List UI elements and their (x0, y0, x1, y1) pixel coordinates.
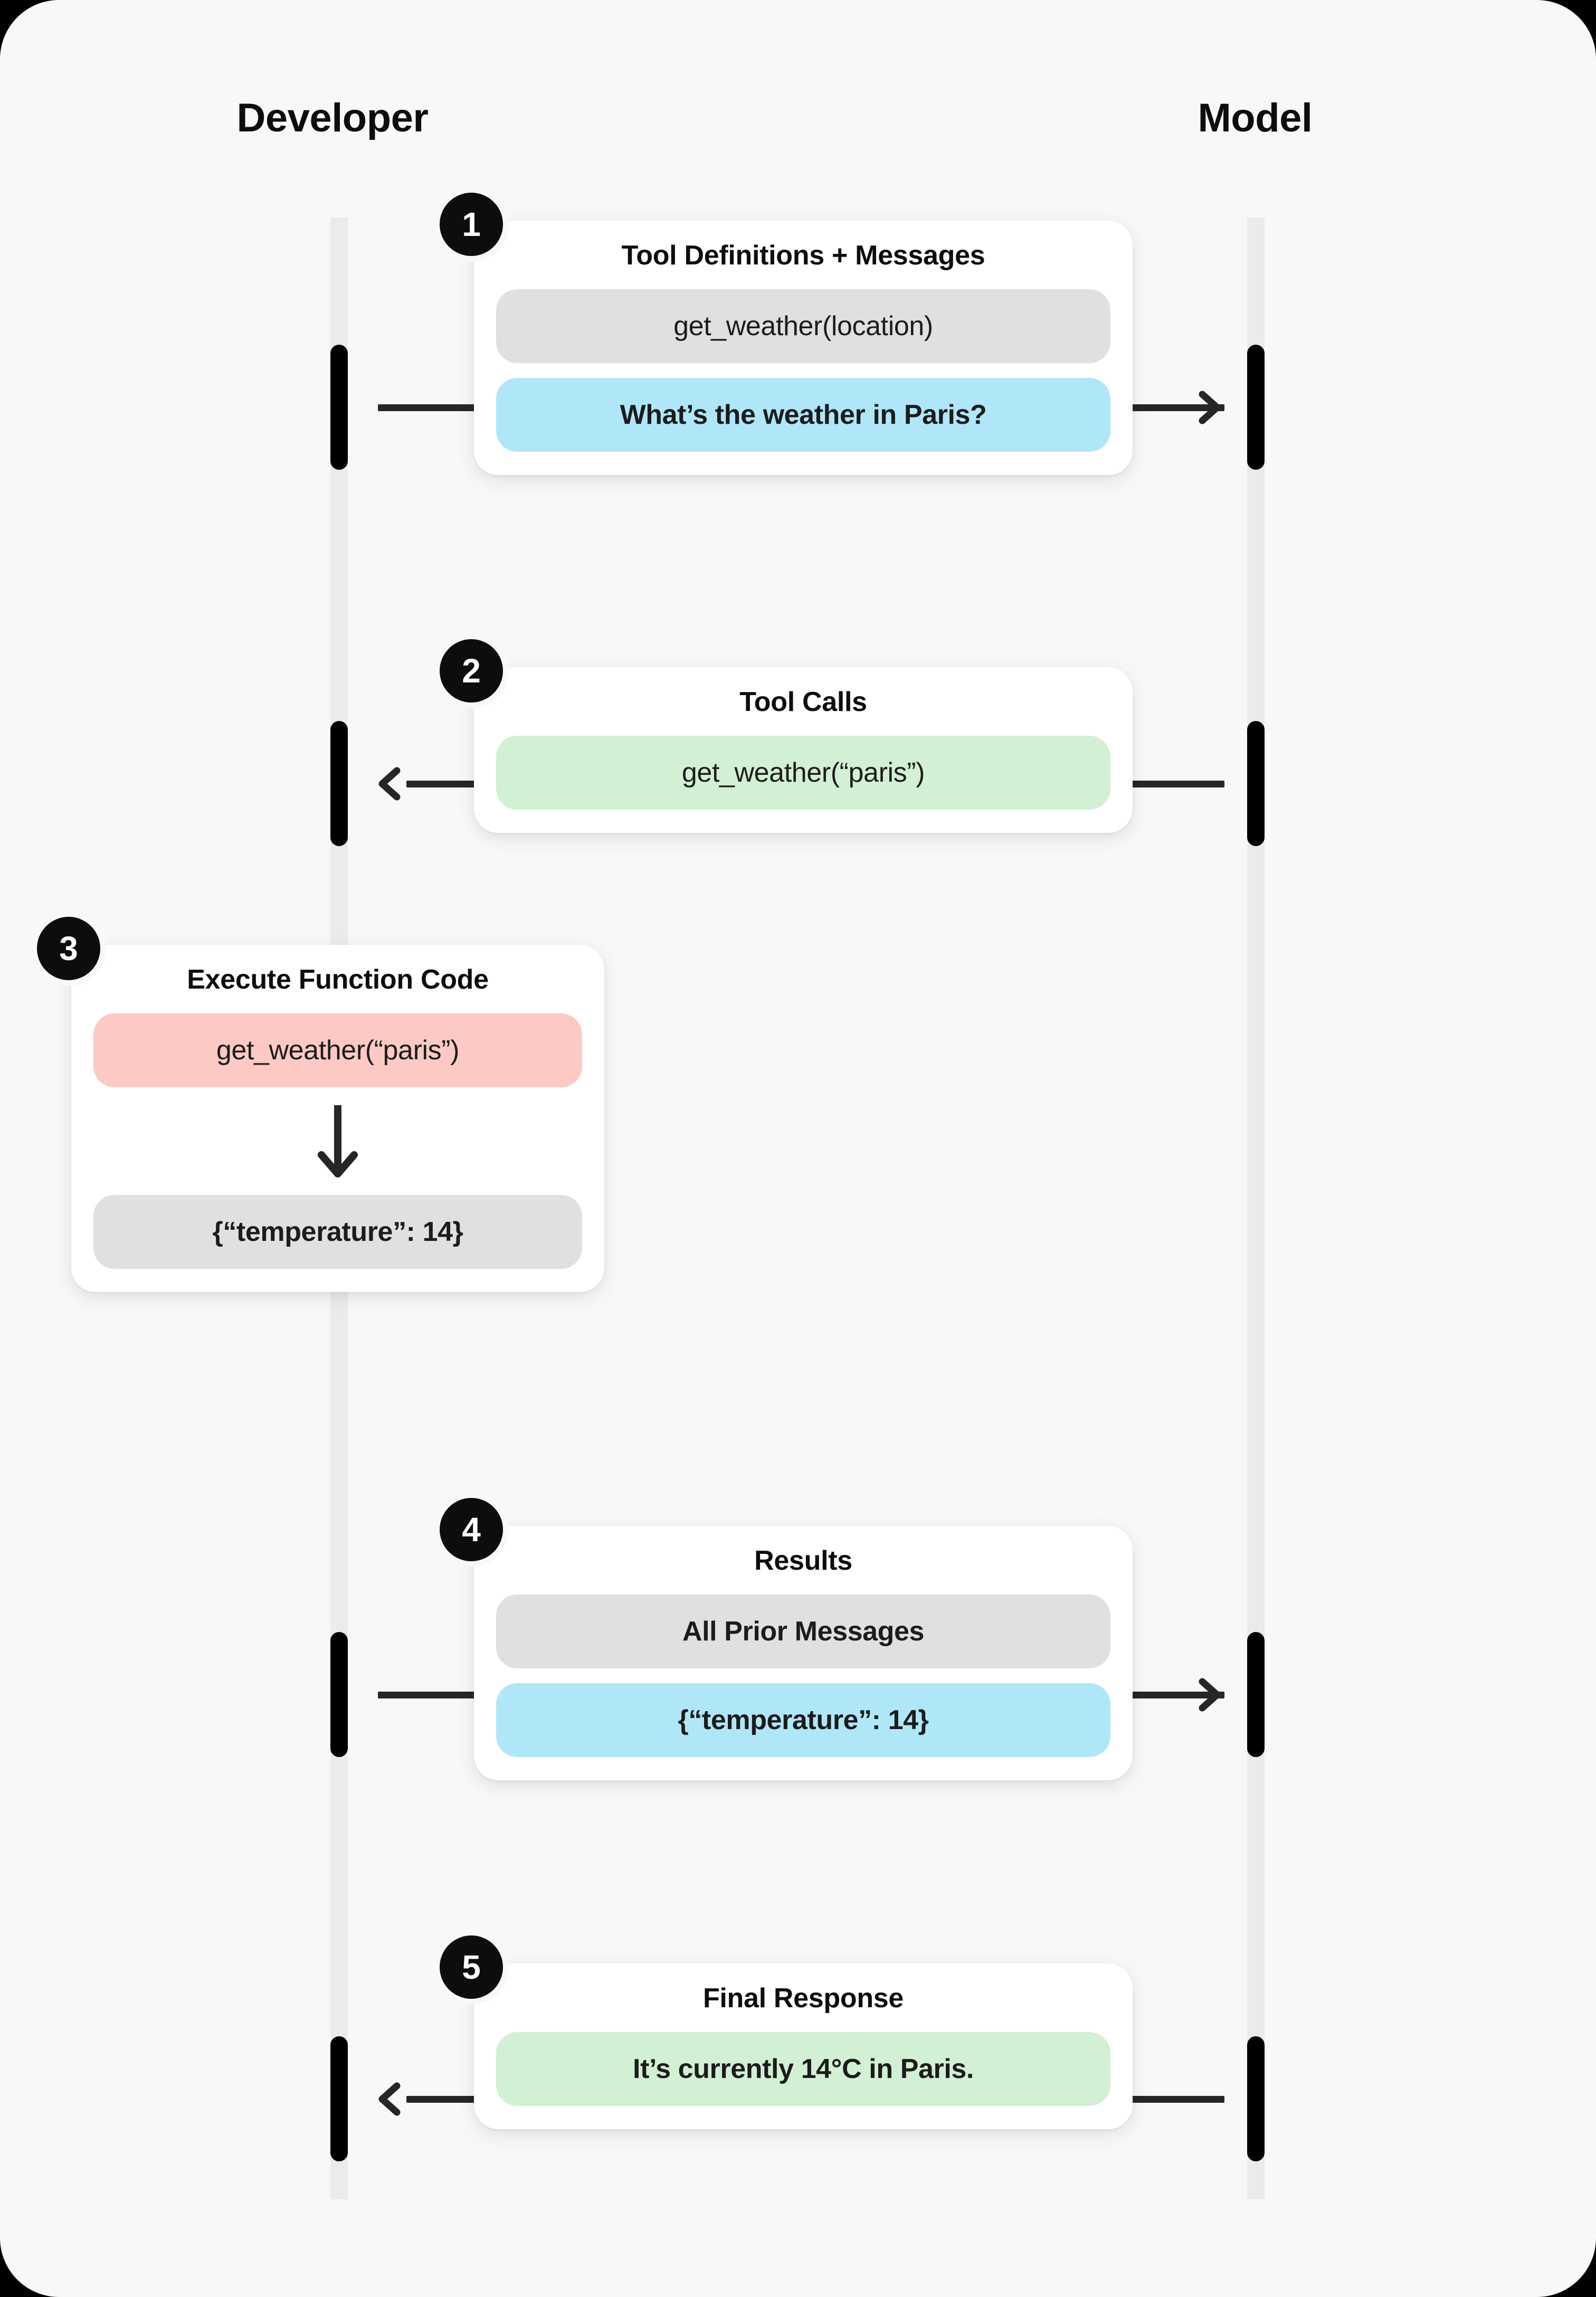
step-card-3-pill-1: {“temperature”: 14} (93, 1195, 582, 1269)
activation-bar-developer-step2 (330, 721, 348, 846)
activation-bar-model-step1 (1247, 345, 1265, 470)
step-card-3[interactable]: Execute Function Code get_weather(“paris… (71, 945, 604, 1292)
lifeline-model (1247, 217, 1265, 2199)
arrow-down-icon-step3 (93, 1102, 582, 1181)
step-card-1-title: Tool Definitions + Messages (621, 240, 985, 271)
connector-step4-right (1129, 1692, 1224, 1698)
connector-step1-right (1129, 404, 1224, 411)
connector-step2-left (406, 781, 483, 787)
activation-bar-model-step2 (1247, 721, 1265, 846)
arrow-left-icon-step5 (373, 2082, 407, 2116)
connector-step2-right (1129, 781, 1224, 787)
connector-step4-left (378, 1692, 483, 1698)
step-card-2[interactable]: Tool Calls get_weather(“paris”) (474, 667, 1133, 833)
step-badge-3: 3 (37, 917, 100, 980)
step-card-2-title: Tool Calls (739, 687, 867, 717)
step-badge-4: 4 (440, 1498, 503, 1561)
step-card-4-pill-0: All Prior Messages (496, 1594, 1110, 1668)
step-card-4-title: Results (754, 1545, 852, 1576)
arrow-left-icon-step2 (373, 766, 407, 801)
activation-bar-developer-step1 (330, 345, 348, 470)
step-card-4-pill-1: {“temperature”: 14} (496, 1683, 1110, 1757)
column-header-developer: Developer (236, 96, 429, 140)
activation-bar-model-step5 (1247, 2036, 1265, 2161)
step-card-4[interactable]: Results All Prior Messages {“temperature… (474, 1526, 1133, 1780)
connector-step1-left (378, 404, 483, 411)
step-badge-5: 5 (440, 1935, 503, 1999)
connector-step5-right (1129, 2096, 1224, 2103)
step-card-1-pill-0: get_weather(location) (496, 289, 1110, 363)
activation-bar-developer-step5 (330, 2036, 348, 2161)
step-card-5[interactable]: Final Response It’s currently 14°C in Pa… (474, 1963, 1133, 2129)
activation-bar-model-step4 (1247, 1632, 1265, 1757)
arrow-right-icon-step4 (1192, 1677, 1227, 1712)
column-header-model: Model (1198, 96, 1313, 140)
step-card-5-pill-0: It’s currently 14°C in Paris. (496, 2032, 1110, 2106)
step-card-5-title: Final Response (702, 1983, 904, 2014)
step-card-1-pill-1: What’s the weather in Paris? (496, 378, 1110, 452)
step-card-1[interactable]: Tool Definitions + Messages get_weather(… (474, 221, 1133, 475)
connector-step5-left (406, 2096, 483, 2103)
step-badge-2: 2 (440, 639, 503, 703)
step-card-3-pill-0: get_weather(“paris”) (93, 1013, 582, 1087)
activation-bar-developer-step4 (330, 1632, 348, 1757)
arrow-right-icon-step1 (1192, 390, 1227, 425)
step-card-3-title: Execute Function Code (187, 964, 489, 995)
step-card-2-pill-0: get_weather(“paris”) (496, 736, 1110, 810)
step-badge-1: 1 (440, 193, 503, 256)
